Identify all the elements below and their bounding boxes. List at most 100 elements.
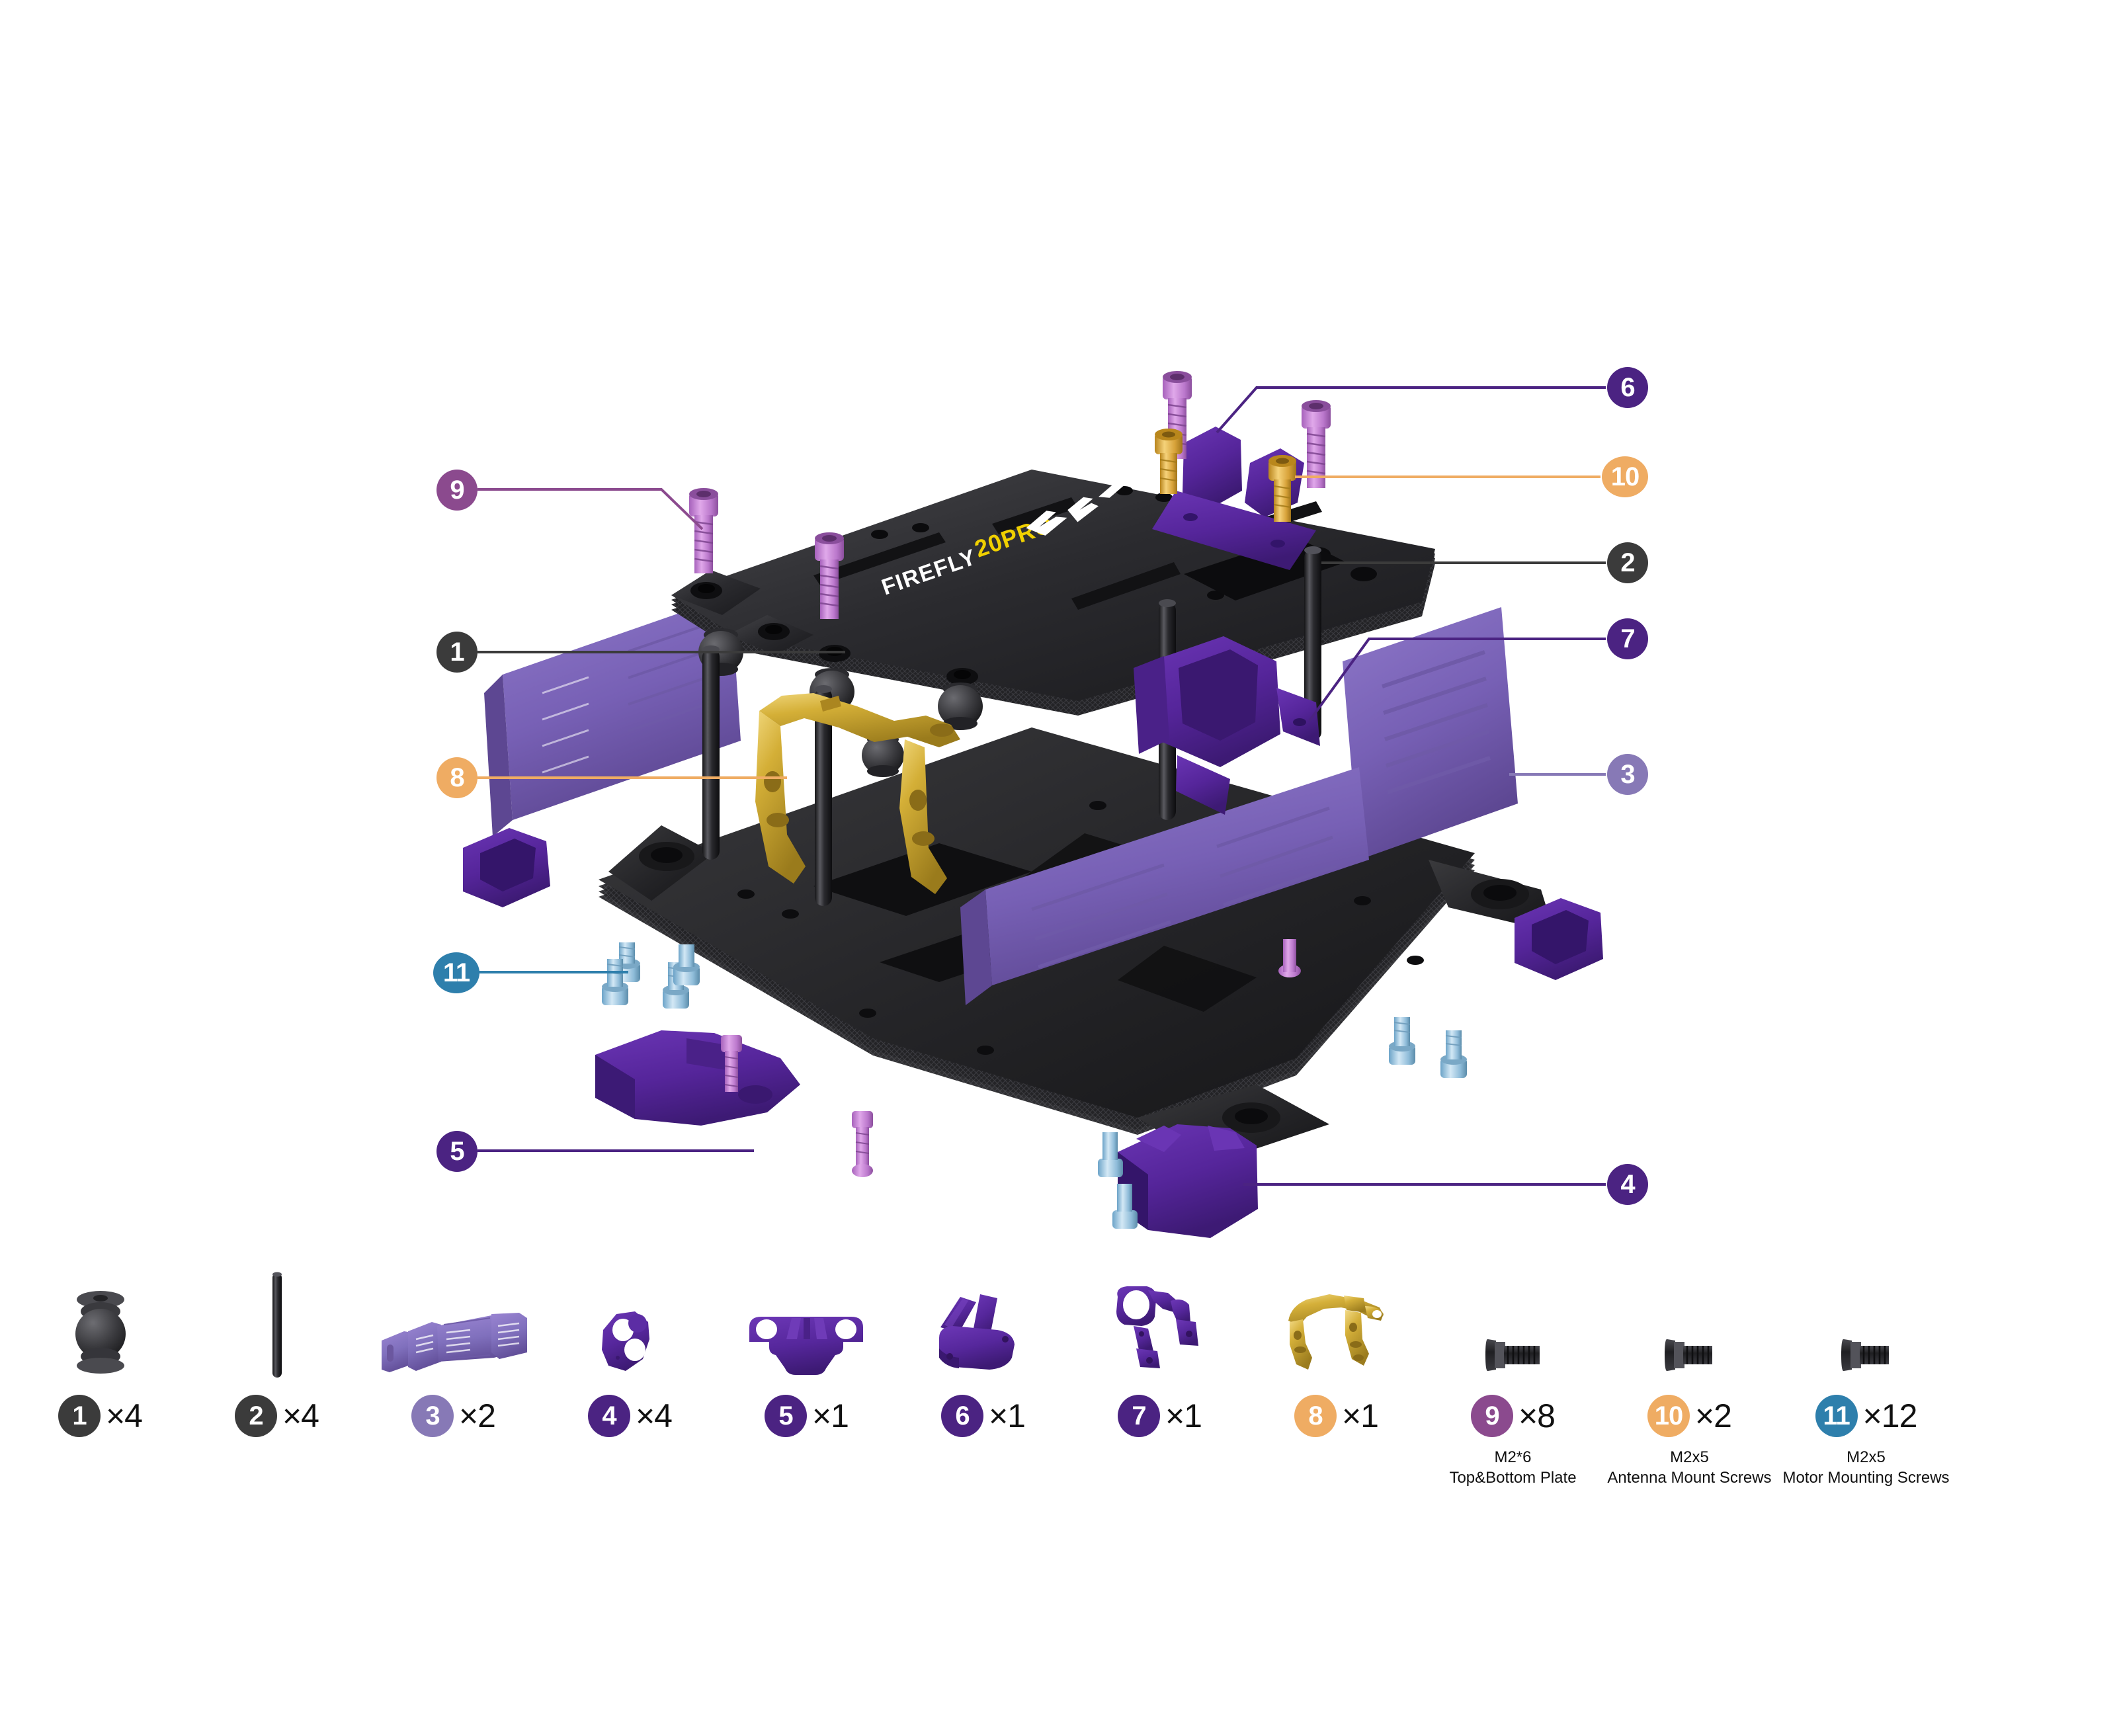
legend-badge-6[interactable]: 6: [940, 1395, 983, 1437]
screw-violet: [689, 488, 718, 573]
callout-9[interactable]: 9: [436, 470, 478, 511]
legend-badge-row-11: 11 ×12: [1815, 1385, 1917, 1446]
motor-pad: [1222, 1102, 1280, 1133]
motor-pad: [1471, 879, 1529, 909]
callout-11[interactable]: 11: [433, 952, 479, 993]
legend-badge-11[interactable]: 11: [1815, 1395, 1858, 1437]
legend-art-carbon-rod: [188, 1260, 365, 1385]
screw-violet: [852, 1111, 873, 1177]
battery-bracket: [595, 1030, 800, 1126]
carbon-rod: [815, 685, 832, 906]
legend-art-camera-bracket: [1248, 1260, 1425, 1385]
legend-item-7[interactable]: 7 ×1: [1071, 1260, 1248, 1448]
callout-badge-10[interactable]: 10: [1602, 456, 1648, 497]
legend-item-2[interactable]: 2 ×4: [188, 1260, 365, 1448]
callout-badge-1[interactable]: 1: [436, 632, 478, 673]
legend-qty-7: ×1: [1165, 1397, 1202, 1434]
screw-violet: [815, 532, 844, 619]
vtx-mount: [1134, 636, 1320, 815]
legend-badge-row-10: 10 ×2: [1647, 1385, 1732, 1446]
legend-item-6[interactable]: 6 ×1: [895, 1260, 1071, 1448]
legend-badge-row-4: 4 ×4: [587, 1385, 673, 1446]
legend-badge-row-1: 1 ×4: [58, 1385, 143, 1446]
legend-item-11[interactable]: 11 ×12 M2x5 Motor Mounting Screws: [1778, 1260, 1954, 1488]
callout-badge-7[interactable]: 7: [1607, 618, 1648, 659]
legend-badge-10[interactable]: 10: [1647, 1395, 1690, 1437]
legend-item-9[interactable]: 9 ×8 M2*6 Top&Bottom Plate: [1425, 1260, 1601, 1488]
legend-qty-11: ×12: [1862, 1397, 1918, 1434]
legend-item-10[interactable]: 10 ×2 M2x5 Antenna Mount Screws: [1601, 1260, 1778, 1488]
legend-art-side-guard: [365, 1260, 542, 1385]
callout-2[interactable]: 2: [1607, 542, 1648, 583]
assembly-illustration: FIREFLY 20PRO: [433, 367, 1648, 1238]
legend-item-8[interactable]: 8 ×1: [1248, 1260, 1425, 1448]
legend-badge-5[interactable]: 5: [764, 1395, 807, 1437]
legend-art-vtx-mount: [1071, 1260, 1248, 1385]
callout-4[interactable]: 4: [1607, 1164, 1648, 1205]
side-guard-left: [484, 595, 741, 837]
legend-badge-2[interactable]: 2: [234, 1395, 277, 1437]
legend-badge-9[interactable]: 9: [1470, 1395, 1513, 1437]
callout-10[interactable]: 10: [1602, 456, 1648, 497]
legend-qty-9: ×8: [1518, 1397, 1556, 1434]
carbon-rod: [702, 645, 720, 860]
motor-mount-front-left: [463, 828, 550, 907]
legend-item-1[interactable]: 1 ×4: [12, 1260, 188, 1448]
callout-badge-6[interactable]: 6: [1607, 367, 1648, 408]
legend-badge-row-9: 9 ×8: [1470, 1385, 1556, 1446]
callout-8[interactable]: 8: [436, 757, 478, 798]
callout-7[interactable]: 7: [1607, 618, 1648, 659]
legend-badge-4[interactable]: 4: [587, 1395, 630, 1437]
legend-item-5[interactable]: 5 ×1: [718, 1260, 895, 1448]
legend-qty-1: ×4: [105, 1397, 143, 1434]
leader-7: [1308, 638, 1606, 722]
leader-9: [478, 488, 704, 530]
callout-badge-2[interactable]: 2: [1607, 542, 1648, 583]
callout-badge-4[interactable]: 4: [1607, 1164, 1648, 1205]
legend-badge-row-8: 8 ×1: [1294, 1385, 1379, 1446]
legend-badge-7[interactable]: 7: [1117, 1395, 1160, 1437]
motor-mount-rear-right: [1515, 898, 1603, 980]
leader-lines: [475, 386, 1606, 1186]
legend-qty-2: ×4: [282, 1397, 319, 1434]
legend-badge-row-6: 6 ×1: [940, 1385, 1026, 1446]
legend-art-screw-11: [1778, 1260, 1954, 1385]
screw-blue: [1389, 1017, 1415, 1065]
screw-blue: [1440, 1030, 1467, 1078]
legend-qty-6: ×1: [988, 1397, 1026, 1434]
carbon-rod: [1304, 546, 1321, 741]
callout-badge-8[interactable]: 8: [436, 757, 478, 798]
callout-6[interactable]: 6: [1607, 367, 1648, 408]
screw-violet: [721, 1035, 742, 1092]
assembly-svg: FIREFLY 20PRO: [463, 371, 1606, 1238]
legend-caption-9: M2*6 Top&Bottom Plate: [1449, 1448, 1577, 1487]
callout-badge-3[interactable]: 3: [1607, 754, 1648, 795]
legend-item-4[interactable]: 4 ×4: [542, 1260, 718, 1448]
legend-badge-3[interactable]: 3: [411, 1395, 454, 1437]
callout-badge-5[interactable]: 5: [436, 1131, 478, 1172]
legend-badge-row-5: 5 ×1: [764, 1385, 849, 1446]
legend-badge-row-3: 3 ×2: [411, 1385, 496, 1446]
callout-5[interactable]: 5: [436, 1131, 478, 1172]
callout-badge-11[interactable]: 11: [433, 952, 479, 993]
legend-art-antenna-mount: [895, 1260, 1071, 1385]
legend-badge-8[interactable]: 8: [1294, 1395, 1337, 1437]
parts-legend: 1 ×4 2 ×4: [0, 1260, 2119, 1736]
callout-1[interactable]: 1: [436, 632, 478, 673]
callout-badge-9[interactable]: 9: [436, 470, 478, 511]
legend-badge-1[interactable]: 1: [58, 1395, 101, 1437]
legend-badge-row-2: 2 ×4: [234, 1385, 319, 1446]
legend-art-screw-10: [1601, 1260, 1778, 1385]
legend-art-battery-bracket: [718, 1260, 895, 1385]
screw-blue: [673, 944, 700, 985]
legend-item-3[interactable]: 3 ×2: [365, 1260, 542, 1448]
screw-violet: [1302, 400, 1331, 488]
legend-art-screw-9: [1425, 1260, 1601, 1385]
screw-gold: [1155, 429, 1183, 494]
camera-bracket-gold: [755, 693, 960, 894]
legend-qty-8: ×1: [1341, 1397, 1379, 1434]
screw-violet: [1278, 939, 1301, 977]
screw-gold: [1268, 455, 1296, 522]
callout-3[interactable]: 3: [1607, 754, 1648, 795]
side-guard-right: [960, 607, 1518, 1005]
